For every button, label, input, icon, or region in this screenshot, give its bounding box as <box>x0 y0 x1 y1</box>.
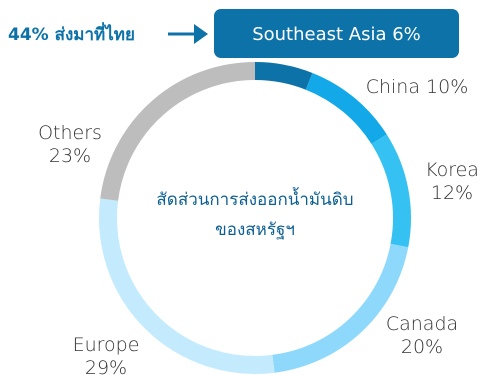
slice-canada <box>272 243 409 373</box>
slice-others <box>100 62 256 201</box>
callout: 44% ส่งมาที่ไทย <box>8 22 208 45</box>
center-label: สัดส่วนการส่งออกน้ำมันดิบ ของสหรัฐฯ <box>156 187 353 240</box>
donut-slices <box>99 62 411 374</box>
callout-text: 44% ส่งมาที่ไทย <box>8 22 135 45</box>
callout-arrow-head <box>194 24 208 44</box>
center-label-line-2: ของสหรัฐฯ <box>215 220 295 240</box>
title-box-background <box>214 9 459 58</box>
center-label-line-1: สัดส่วนการส่งออกน้ำมันดิบ <box>156 187 353 210</box>
slice-korea <box>371 134 411 248</box>
title-box: Southeast Asia 6% <box>214 9 459 58</box>
slice-europe <box>99 198 275 374</box>
chart-title: Southeast Asia 6% <box>252 24 421 45</box>
slice-southeast-asia <box>254 62 313 90</box>
slice-china <box>305 72 387 145</box>
slice-label-china: China 10% <box>366 76 469 98</box>
